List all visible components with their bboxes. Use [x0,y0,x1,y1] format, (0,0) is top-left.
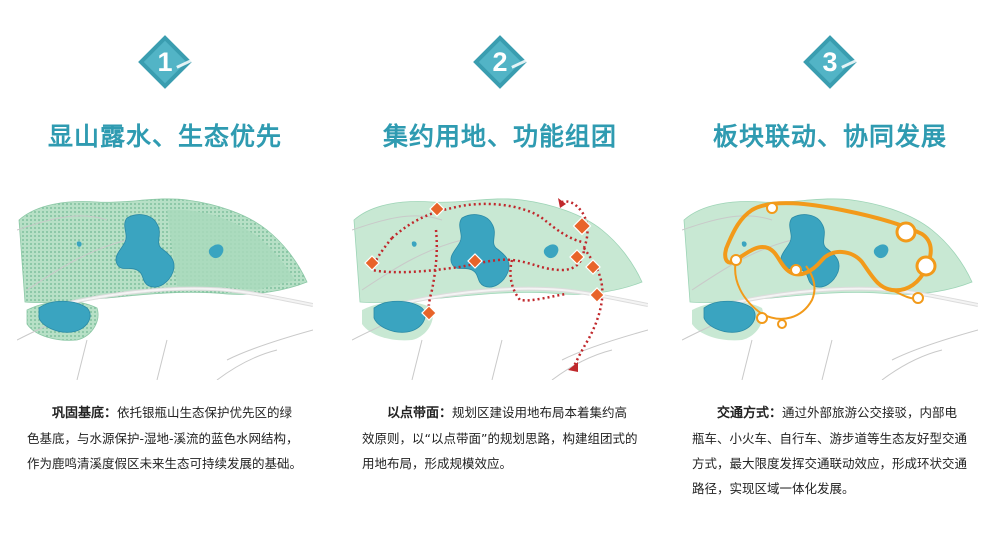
desc-label: 巩固基底： [52,406,118,421]
step-number: 3 [822,47,838,77]
panel-description: 交通方式：通过外部旅游公交接驳，内部电瓶车、小火车、自行车、游步道等生态友好型交… [692,400,968,501]
step-badge-1: 1 [138,35,194,89]
desc-label: 以点带面： [387,406,453,421]
panel-title: 集约用地、功能组团 [382,122,617,151]
step-badge-3: 3 [803,35,859,89]
desc-text: 通过外部旅游公交接驳，内部电瓶车、小火车、自行车、游步道等生态友好型交通方式，最… [692,405,968,496]
panel-description: 以点带面：规划区建设用地布局本着集约高效原则，以“以点带面”的规划思路，构建组团… [362,400,638,476]
panel-title: 显山露水、生态优先 [47,122,282,151]
step-badge-2: 2 [473,35,529,89]
step-number: 2 [492,47,508,77]
panel-description: 巩固基底：依托银瓶山生态保护优先区的绿色基底，与水源保护-湿地-溪流的蓝色水网结… [27,400,303,476]
step-number: 1 [157,47,173,77]
transport-loop-map [682,198,978,380]
ecological-base-map [17,198,313,380]
desc-text: 规划区建设用地布局本着集约高效原则，以“以点带面”的规划思路，构建组团式的用地布… [362,405,638,471]
panel-title: 板块联动、协同发展 [712,122,947,151]
panel-3: 3 板块联动、协同发展 交通方式：通过外部旅游公交接驳，内部电瓶车、小火车、自行… [665,0,995,539]
desc-text: 依托银瓶山生态保护优先区的绿色基底，与水源保护-湿地-溪流的蓝色水网结构，作为鹿… [27,405,303,471]
panel-1: 1 显山露水、生态优先 巩固基底：依托银瓶山生态保护优先区的绿色基底，与水源保护… [0,0,330,539]
panel-2: 2 集约用地、功能组团 以点带面：规划区建设用地布局本着集约高效原则，以“以点带… [335,0,665,539]
cluster-layout-map [352,198,648,380]
desc-label: 交通方式： [717,406,783,421]
